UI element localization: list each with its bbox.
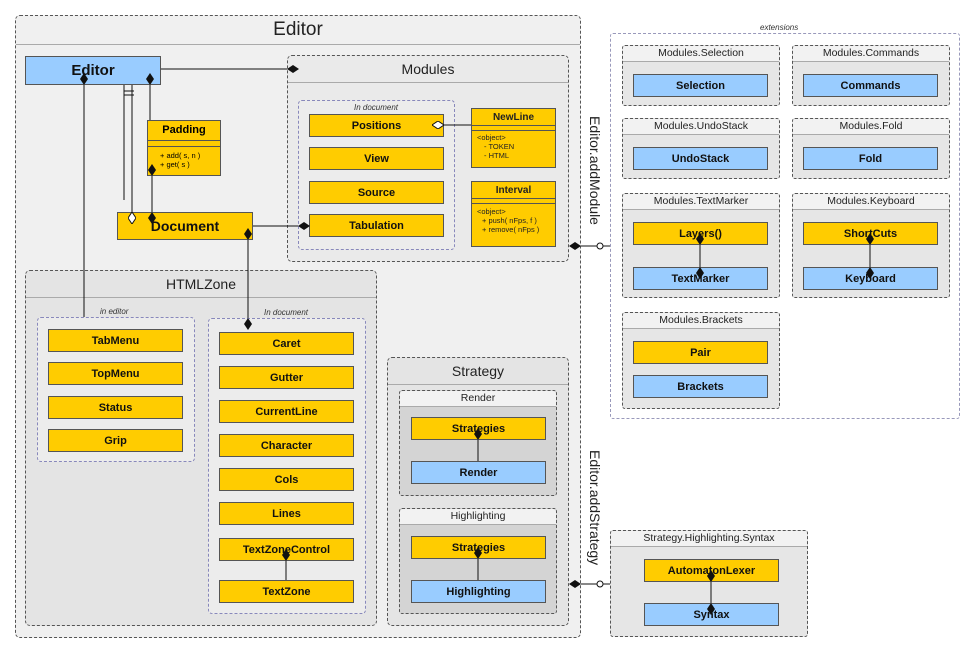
modules-package-title: Modules xyxy=(288,56,568,83)
strategy-package-title: Strategy xyxy=(388,358,568,385)
module-keyboard-title: Modules.Keyboard xyxy=(793,194,949,210)
htmlzone-editor-item[interactable]: TabMenu xyxy=(48,329,183,352)
htmlzone-doc-item[interactable]: Caret xyxy=(219,332,354,355)
htmlzone-editor-item[interactable]: Status xyxy=(48,396,183,419)
add-module-port xyxy=(596,242,604,250)
document-class[interactable]: Document xyxy=(117,212,253,240)
htmlzone-editor-item[interactable]: TopMenu xyxy=(48,362,183,385)
interval-line: <object> xyxy=(477,207,506,216)
module-commands-title: Modules.Commands xyxy=(793,46,949,62)
fold-class[interactable]: Fold xyxy=(803,147,938,170)
newline-line: - HTML xyxy=(484,151,509,160)
in-editor-label: in editor xyxy=(100,307,129,316)
newline-line: - TOKEN xyxy=(484,142,515,151)
highlighting-group-title: Highlighting xyxy=(400,509,556,525)
padding-method: + add( s, n ) xyxy=(160,151,201,160)
htmlzone-editor-item[interactable]: Grip xyxy=(48,429,183,452)
htmlzone-doc-item[interactable]: Gutter xyxy=(219,366,354,389)
padding-class[interactable]: Padding + add( s, n ) + get( s ) xyxy=(147,120,221,176)
htmlzone-doc-item[interactable]: TextZone xyxy=(219,580,354,603)
pair-class[interactable]: Pair xyxy=(633,341,768,364)
htmlzone-doc-item[interactable]: CurrentLine xyxy=(219,400,354,423)
interval-note[interactable]: Interval <object> + push( nFps, f ) + re… xyxy=(471,181,556,247)
modules-item[interactable]: View xyxy=(309,147,444,170)
newline-note[interactable]: NewLine <object> - TOKEN - HTML xyxy=(471,108,556,168)
htmlzone-doc-item[interactable]: Cols xyxy=(219,468,354,491)
in-document-label: In document xyxy=(264,308,309,317)
brackets-class[interactable]: Brackets xyxy=(633,375,768,398)
modules-group-label: In document xyxy=(354,103,399,112)
highlighting-class[interactable]: Highlighting xyxy=(411,580,546,603)
add-strategy-port xyxy=(596,580,604,588)
syntax-package-title: Strategy.Highlighting.Syntax xyxy=(611,531,807,547)
editor-package-title: Editor xyxy=(16,16,580,45)
extensions-package xyxy=(610,33,960,419)
module-brackets-title: Modules.Brackets xyxy=(623,313,779,329)
htmlzone-package-title: HTMLZone xyxy=(26,271,376,298)
newline-title: NewLine xyxy=(472,109,555,126)
commands-class[interactable]: Commands xyxy=(803,74,938,97)
newline-line: <object> xyxy=(477,133,506,142)
module-fold-title: Modules.Fold xyxy=(793,119,949,135)
render-class[interactable]: Render xyxy=(411,461,546,484)
interval-title: Interval xyxy=(472,182,555,199)
undostack-class[interactable]: UndoStack xyxy=(633,147,768,170)
htmlzone-doc-item[interactable]: Lines xyxy=(219,502,354,525)
interval-line: + push( nFps, f ) xyxy=(482,216,537,225)
module-textmarker-title: Modules.TextMarker xyxy=(623,194,779,210)
htmlzone-doc-item[interactable]: Character xyxy=(219,434,354,457)
modules-item[interactable]: Source xyxy=(309,181,444,204)
extensions-label: extensions xyxy=(760,23,799,32)
render-group-title: Render xyxy=(400,391,556,407)
padding-title: Padding xyxy=(148,121,220,141)
modules-item[interactable]: Tabulation xyxy=(309,214,444,237)
selection-class[interactable]: Selection xyxy=(633,74,768,97)
interval-line: + remove( nFps ) xyxy=(482,225,540,234)
padding-method: + get( s ) xyxy=(160,160,190,169)
module-selection-title: Modules.Selection xyxy=(623,46,779,62)
module-undostack-title: Modules.UndoStack xyxy=(623,119,779,135)
